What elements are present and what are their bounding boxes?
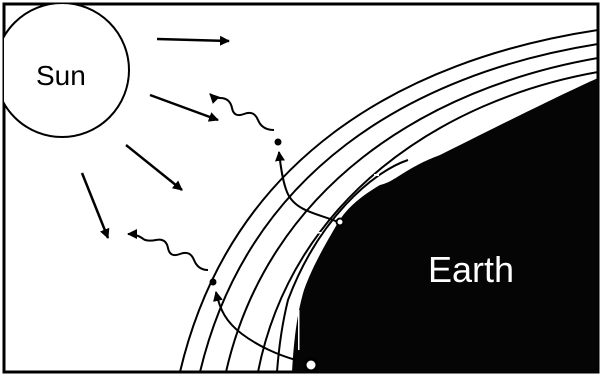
layer-node-lower — [210, 279, 217, 286]
surface-node-upper — [337, 219, 344, 226]
coastline-speck — [374, 174, 379, 176]
coastline-speck — [298, 310, 300, 350]
sun-label: Sun — [36, 60, 86, 91]
surface-source-marker — [305, 359, 317, 371]
coastline-speck — [312, 232, 322, 234]
earth-label: Earth — [428, 249, 514, 290]
layer-node-upper — [275, 139, 282, 146]
